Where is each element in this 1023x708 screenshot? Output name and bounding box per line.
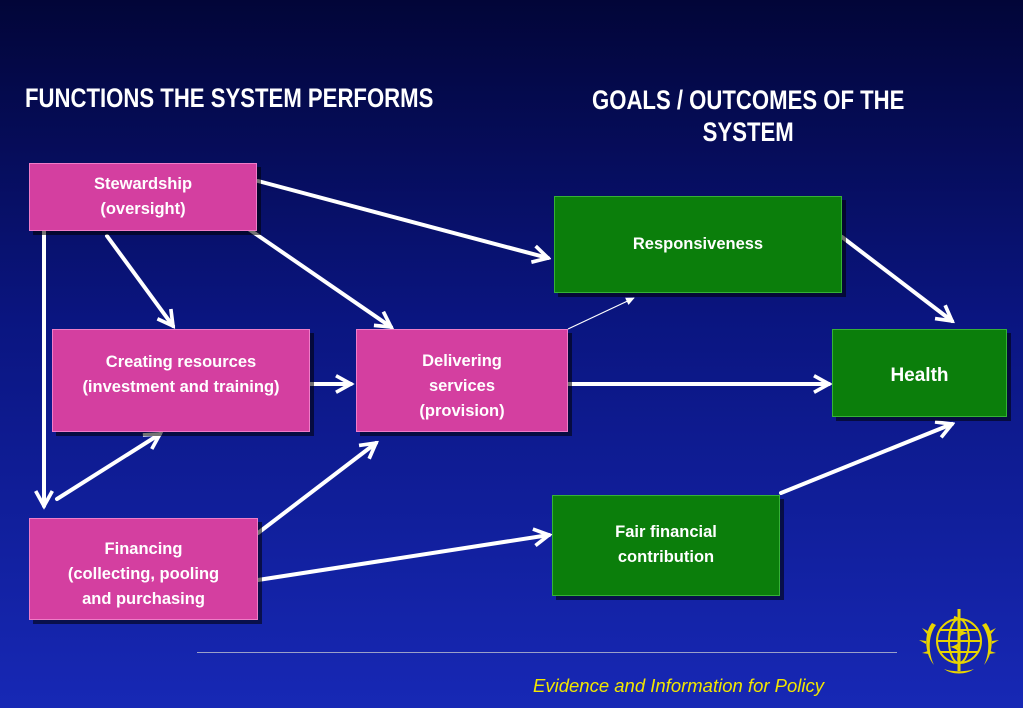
health-box: Health bbox=[832, 329, 1007, 417]
who-emblem-icon bbox=[919, 609, 999, 674]
stewardship-box: Stewardship (oversight) bbox=[29, 163, 257, 231]
financing-label: Financing bbox=[104, 540, 183, 558]
delivering-services-label-2: services bbox=[428, 377, 496, 395]
arrow-stewardship-to-delivering bbox=[232, 217, 391, 327]
stewardship-sublabel: (oversight) bbox=[100, 200, 186, 218]
goals-heading: GOALS / OUTCOMES OF THE SYSTEM bbox=[592, 84, 904, 148]
fair-financial-label-2: contribution bbox=[617, 548, 715, 566]
creating-resources-sublabel: (investment and training) bbox=[82, 378, 280, 396]
arrow-delivering-to-responsiveness bbox=[567, 297, 635, 330]
arrow-responsiveness-to-health bbox=[840, 235, 952, 321]
arrow-financing-to-delivering bbox=[256, 443, 376, 535]
fair-financial-label-1: Fair financial bbox=[615, 523, 717, 541]
goals-heading-line1: GOALS / OUTCOMES OF THE bbox=[592, 85, 905, 115]
footer-text: Evidence and Information for Policy bbox=[533, 675, 825, 696]
arrow-fair-contribution-to-health bbox=[779, 424, 952, 495]
functions-heading: FUNCTIONS THE SYSTEM PERFORMS bbox=[25, 83, 434, 113]
arrow-stewardship-to-creating bbox=[105, 234, 173, 326]
footer-divider bbox=[197, 652, 897, 653]
stewardship-label: Stewardship bbox=[93, 175, 193, 193]
goals-heading-line2: SYSTEM bbox=[702, 117, 794, 147]
arrow-financing-to-fair-contribution bbox=[256, 535, 549, 582]
fair-financial-contribution-box: Fair financial contribution bbox=[552, 495, 780, 596]
delivering-services-label-1: Delivering bbox=[422, 352, 502, 370]
responsiveness-box: Responsiveness bbox=[554, 196, 842, 293]
creating-resources-label: Creating resources bbox=[105, 353, 257, 371]
delivering-services-sublabel: (provision) bbox=[419, 402, 505, 420]
financing-box: Financing (collecting, pooling and purch… bbox=[29, 518, 258, 620]
delivering-services-box: Delivering services (provision) bbox=[356, 329, 568, 432]
health-label: Health bbox=[890, 365, 949, 386]
creating-resources-box: Creating resources (investment and train… bbox=[52, 329, 310, 432]
responsiveness-label: Responsiveness bbox=[632, 235, 764, 253]
financing-sublabel-2: and purchasing bbox=[82, 590, 205, 608]
arrow-financing-to-creating bbox=[55, 434, 160, 501]
arrow-stewardship-to-responsiveness bbox=[256, 179, 548, 258]
financing-sublabel-1: (collecting, pooling bbox=[67, 565, 220, 583]
